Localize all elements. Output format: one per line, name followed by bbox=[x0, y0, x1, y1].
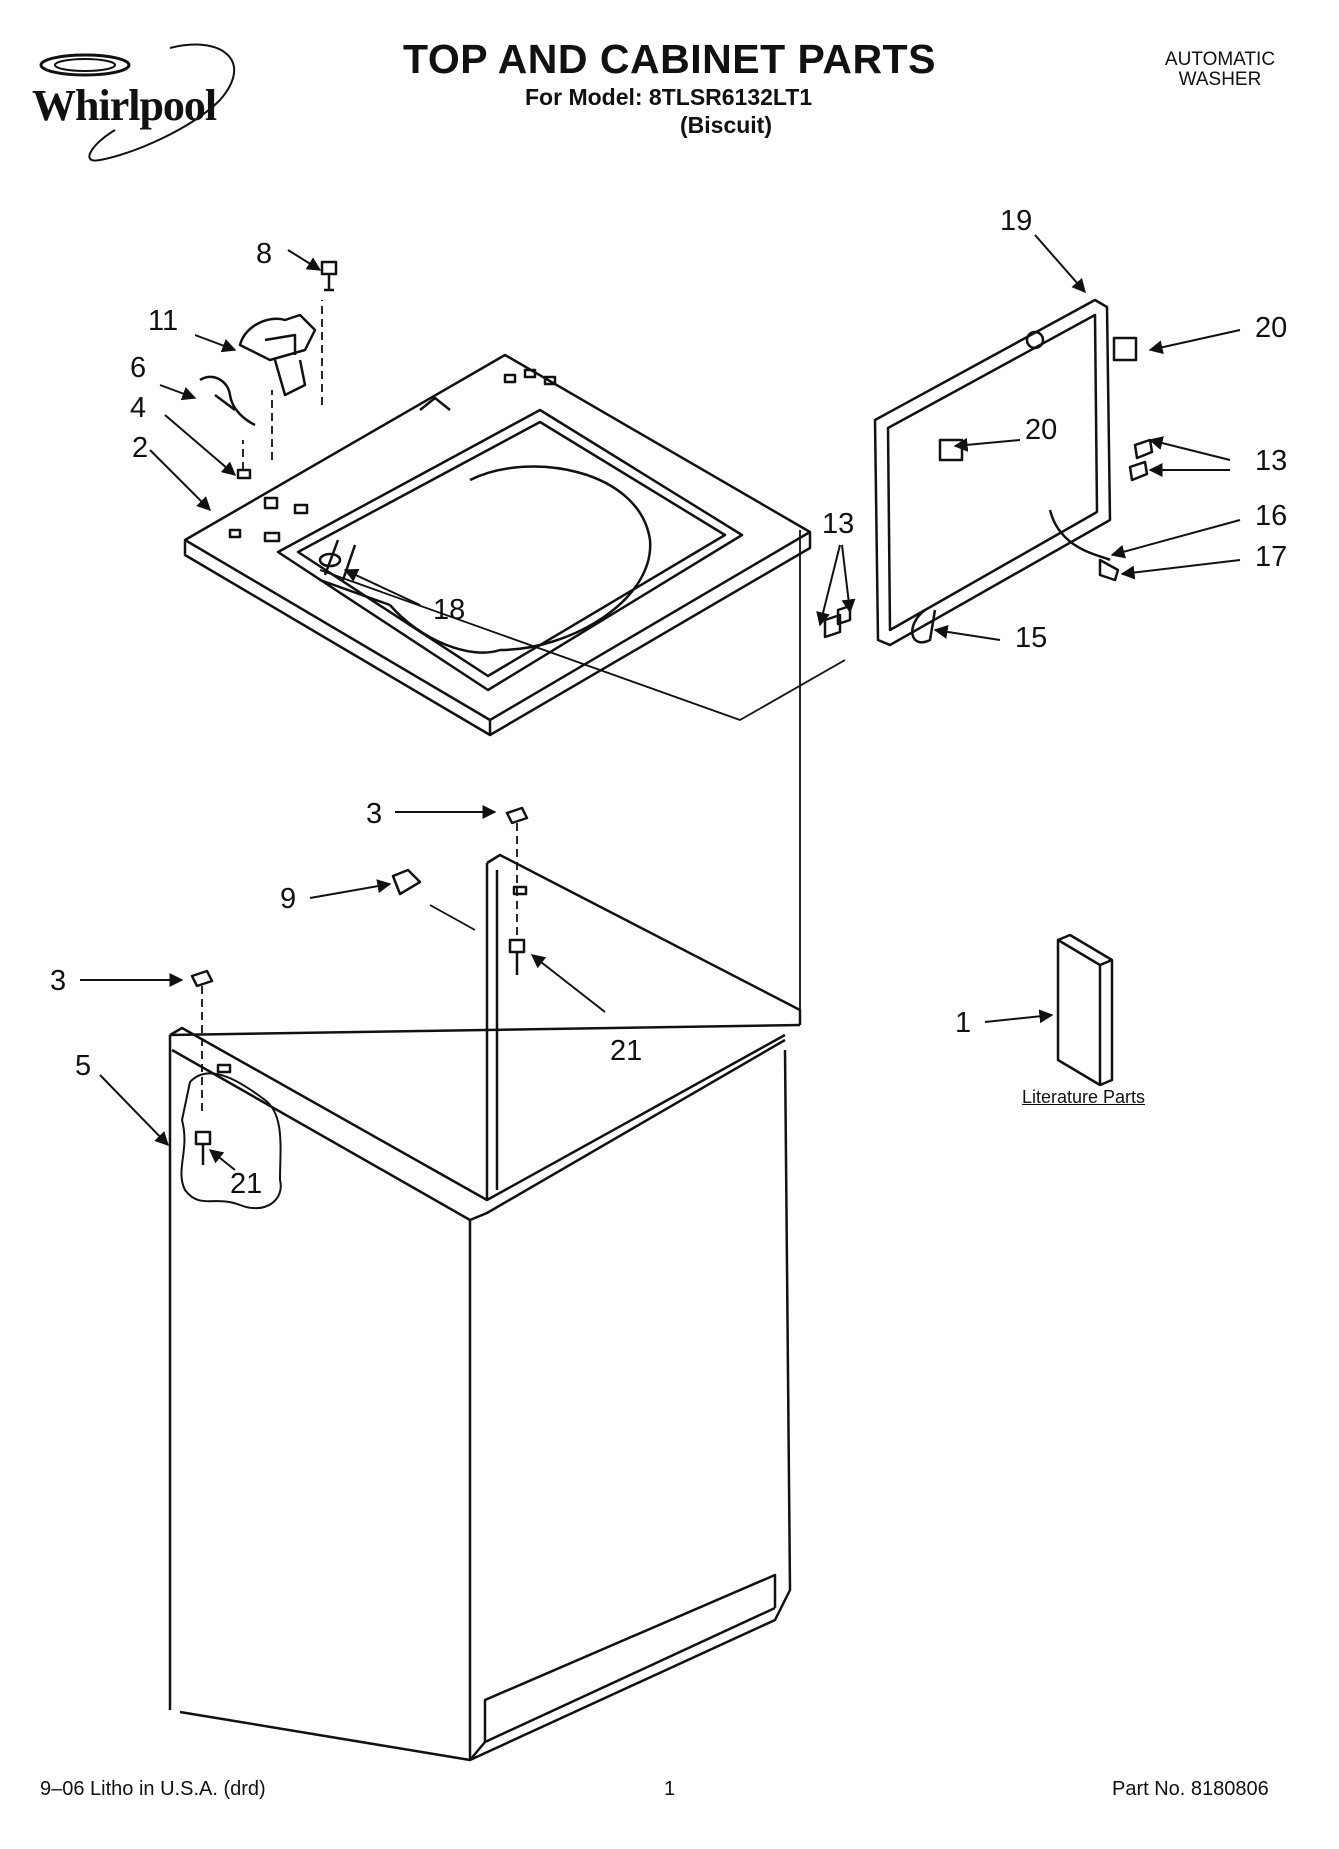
callout-21-upper: 21 bbox=[610, 1035, 643, 1067]
model-number: For Model: 8TLSR6132LT1 bbox=[525, 84, 813, 110]
part-number: Part No. 8180806 bbox=[1112, 1778, 1269, 1800]
callout-1: 1 bbox=[955, 1007, 972, 1039]
callout-13-right: 13 bbox=[1255, 445, 1288, 477]
litho-note: 9–06 Litho in U.S.A. (drd) bbox=[40, 1778, 266, 1800]
literature-parts-label: Literature Parts bbox=[1022, 1087, 1146, 1107]
callout-16: 16 bbox=[1255, 500, 1288, 532]
callout-3-lower: 3 bbox=[50, 965, 67, 997]
product-type-line-1: AUTOMATIC bbox=[1164, 49, 1276, 70]
switch-assembly bbox=[199, 260, 338, 515]
page-title: TOP AND CABINET PARTS bbox=[403, 36, 936, 82]
top-panel bbox=[183, 353, 812, 737]
callout-21-lower: 21 bbox=[230, 1168, 263, 1200]
callout-18: 18 bbox=[433, 594, 466, 626]
callout-17: 17 bbox=[1255, 541, 1288, 573]
logo-swoosh-icon bbox=[39, 43, 236, 162]
product-type: AUTOMATIC WASHER bbox=[1150, 50, 1290, 90]
literature-booklet-icon bbox=[1056, 933, 1114, 1087]
callout-6: 6 bbox=[130, 352, 147, 384]
callout-13-left: 13 bbox=[822, 508, 855, 540]
console-frame bbox=[823, 298, 1154, 647]
callout-8: 8 bbox=[256, 238, 273, 270]
callout-15: 15 bbox=[1015, 622, 1048, 654]
screws-and-clips bbox=[190, 806, 529, 1165]
callout-11: 11 bbox=[148, 305, 179, 337]
model-color: (Biscuit) bbox=[680, 112, 772, 138]
callout-5: 5 bbox=[75, 1050, 92, 1082]
callout-4: 4 bbox=[130, 392, 147, 424]
cabinet bbox=[168, 853, 802, 1762]
callout-20-right: 20 bbox=[1255, 312, 1288, 344]
callout-3-upper: 3 bbox=[366, 798, 383, 830]
callout-19: 19 bbox=[1000, 205, 1033, 237]
product-type-line-2: WASHER bbox=[1178, 69, 1262, 90]
leader-arrows bbox=[80, 234, 1241, 1171]
page-number: 1 bbox=[664, 1778, 676, 1800]
whirlpool-logo: Whirlpool bbox=[20, 30, 270, 170]
callout-20-left: 20 bbox=[1025, 414, 1058, 446]
callout-2: 2 bbox=[132, 432, 149, 464]
callout-9: 9 bbox=[280, 883, 297, 915]
logo-text: Whirlpool bbox=[32, 81, 217, 130]
